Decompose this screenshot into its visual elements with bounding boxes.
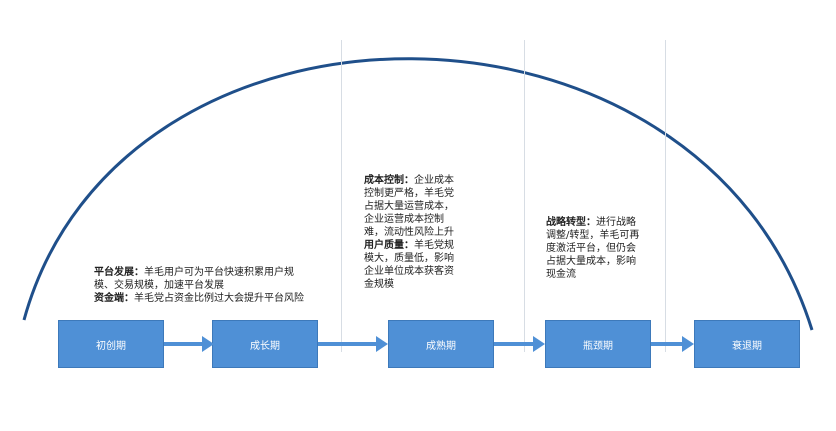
- strategy-line-5: 现金流: [546, 269, 576, 280]
- cost-text-line-1: 企业成本: [414, 175, 454, 186]
- quality-line-1: 用户质量：羊毛党规: [364, 239, 494, 252]
- capital-text: 羊毛党占资金比例过大会提升平台风险: [134, 293, 304, 304]
- maturity-notes: 成本控制：企业成本 控制更严格，羊毛党 占据大量运营成本， 企业运营成本控制 难…: [364, 174, 494, 291]
- arrow-growth-to-maturity-line: [318, 342, 376, 346]
- quality-title: 用户质量：: [364, 240, 414, 251]
- strategy-line-4: 占据大量成本，影响: [546, 256, 636, 267]
- arrow-growth-to-maturity-head: [376, 336, 388, 352]
- cost-line-2: 控制更严格，羊毛党: [364, 188, 454, 199]
- quality-line-4: 金规模: [364, 279, 394, 290]
- arrow-maturity-to-bottleneck-head: [533, 336, 545, 352]
- divider-2: [524, 40, 525, 352]
- quality-line-3: 企业单位成本获客资: [364, 266, 454, 277]
- stage-bottleneck: 瓶颈期: [545, 320, 651, 368]
- divider-3: [665, 40, 666, 352]
- arrow-startup-to-growth-line: [164, 342, 202, 346]
- stage-maturity: 成熟期: [388, 320, 494, 368]
- platform-line-1: 平台发展：羊毛用户可为平台快速积累用户规: [94, 266, 354, 279]
- stage-startup: 初创期: [58, 320, 164, 368]
- cost-line-4: 企业运营成本控制: [364, 214, 444, 225]
- divider-1: [341, 40, 342, 352]
- strategy-line-1: 战略转型：进行战略: [546, 216, 664, 229]
- growth-notes: 平台发展：羊毛用户可为平台快速积累用户规 模、交易规模，加速平台发展 资金端：羊…: [94, 266, 354, 305]
- cost-line-5: 难，流动性风险上升: [364, 227, 454, 238]
- cost-title: 成本控制：: [364, 175, 414, 186]
- cost-line-3: 占据大量运营成本，: [364, 201, 454, 212]
- arrow-startup-to-growth-head: [202, 336, 214, 352]
- capital-title: 资金端：: [94, 293, 134, 304]
- lifecycle-curve: [22, 57, 814, 331]
- quality-line-2: 模大，质量低，影响: [364, 253, 454, 264]
- bottleneck-notes: 战略转型：进行战略 调整/转型，羊毛可再 度激活平台，但仍会 占据大量成本，影响…: [546, 216, 664, 281]
- arrow-bottleneck-to-decline-head: [682, 336, 694, 352]
- platform-title: 平台发展：: [94, 267, 144, 278]
- strategy-text-line-1: 进行战略: [596, 217, 636, 228]
- stage-growth: 成长期: [212, 320, 318, 368]
- arrow-maturity-to-bottleneck-line: [494, 342, 533, 346]
- stage-decline: 衰退期: [694, 320, 800, 368]
- strategy-title: 战略转型：: [546, 217, 596, 228]
- platform-line-2: 模、交易规模，加速平台发展: [94, 280, 224, 291]
- strategy-line-2: 调整/转型，羊毛可再: [546, 230, 640, 241]
- capital-line: 资金端：羊毛党占资金比例过大会提升平台风险: [94, 292, 354, 305]
- strategy-line-3: 度激活平台，但仍会: [546, 243, 636, 254]
- arrow-bottleneck-to-decline-line: [651, 342, 682, 346]
- cost-line-1: 成本控制：企业成本: [364, 174, 494, 187]
- quality-text-line-1: 羊毛党规: [414, 240, 454, 251]
- platform-text-line-1: 羊毛用户可为平台快速积累用户规: [144, 267, 294, 278]
